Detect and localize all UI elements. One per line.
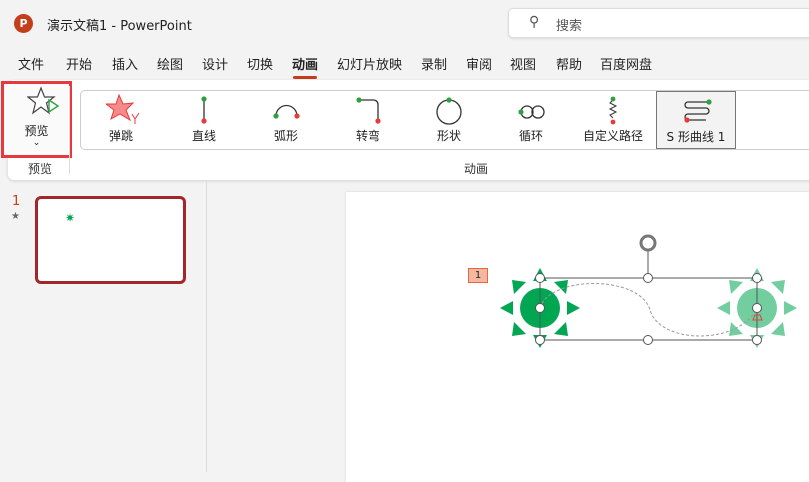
- slide-thumbnail[interactable]: ✷: [35, 196, 186, 284]
- slides-pane: [0, 182, 207, 472]
- animation-s-curve-1[interactable]: S 形曲线 1: [656, 91, 736, 149]
- tab-slideshow[interactable]: 幻灯片放映: [337, 58, 403, 73]
- animation-label: 循环: [518, 129, 543, 143]
- tab-file[interactable]: 文件: [18, 58, 45, 73]
- search-icon: ⚲: [529, 14, 540, 30]
- thumbnail-sun-icon: ✷: [65, 211, 76, 225]
- custom-path-icon: [608, 96, 618, 125]
- s-curve-icon: [684, 99, 712, 123]
- chevron-down-icon: ⌄: [32, 138, 41, 148]
- animation-loop[interactable]: 循环: [491, 91, 571, 149]
- animation-label: 弹跳: [108, 129, 133, 143]
- title-bar: P 演示文稿1 - PowerPoint ⚲ 搜索: [0, 0, 809, 46]
- tab-review[interactable]: 审阅: [466, 58, 493, 73]
- slide-canvas[interactable]: [346, 192, 809, 482]
- animation-label: 直线: [191, 129, 216, 143]
- animation-order-tag[interactable]: 1: [468, 268, 488, 283]
- tab-transitions[interactable]: 切换: [247, 58, 274, 73]
- animation-label: 转弯: [355, 129, 380, 143]
- tab-record[interactable]: 录制: [421, 58, 448, 73]
- animation-label: 弧形: [273, 129, 298, 143]
- tab-draw[interactable]: 绘图: [157, 58, 184, 73]
- search-box[interactable]: ⚲ 搜索: [508, 8, 809, 38]
- animation-label: S 形曲线 1: [666, 130, 726, 144]
- animation-shape[interactable]: 形状: [409, 91, 489, 149]
- tab-design[interactable]: 设计: [202, 58, 229, 73]
- preview-button[interactable]: 预览 ⌄: [1, 81, 72, 158]
- animation-label: 自定义路径: [582, 129, 643, 143]
- arc-path-icon: [273, 104, 300, 119]
- preview-label: 预览: [24, 124, 49, 138]
- tab-view[interactable]: 视图: [510, 58, 537, 73]
- animation-turn[interactable]: 转弯: [328, 91, 408, 149]
- animation-star-icon: ★: [11, 211, 20, 222]
- tab-baidu-netdisk[interactable]: 百度网盘: [600, 58, 653, 73]
- bounce-icon: [106, 94, 140, 124]
- slide-number: 1: [12, 194, 21, 209]
- animation-custom-path[interactable]: 自定义路径: [573, 91, 653, 149]
- animation-line[interactable]: 直线: [164, 91, 244, 149]
- preview-star-icon: [27, 86, 60, 115]
- line-path-icon: [201, 96, 207, 124]
- animation-bounce[interactable]: 弹跳: [81, 91, 161, 149]
- group-divider: [69, 86, 70, 174]
- search-placeholder: 搜索: [556, 19, 583, 34]
- group-label-preview: 预览: [28, 162, 53, 176]
- resize-handles: [535, 273, 762, 345]
- loop-path-icon: [518, 105, 545, 119]
- animation-label: 形状: [436, 129, 461, 143]
- tab-insert[interactable]: 插入: [112, 58, 139, 73]
- rotate-handle-icon: [639, 234, 657, 252]
- shape-path-icon: [436, 97, 462, 125]
- motion-path-selection[interactable]: [490, 225, 809, 355]
- end-marker-icon: [752, 314, 763, 321]
- turn-path-icon: [356, 97, 381, 124]
- group-label-animation: 动画: [464, 162, 489, 176]
- tab-home[interactable]: 开始: [66, 58, 93, 73]
- tab-help[interactable]: 帮助: [556, 58, 583, 73]
- window-title: 演示文稿1 - PowerPoint: [47, 19, 192, 34]
- powerpoint-logo-icon: P: [14, 14, 33, 33]
- animation-arc[interactable]: 弧形: [246, 91, 326, 149]
- tab-animations[interactable]: 动画: [292, 54, 318, 79]
